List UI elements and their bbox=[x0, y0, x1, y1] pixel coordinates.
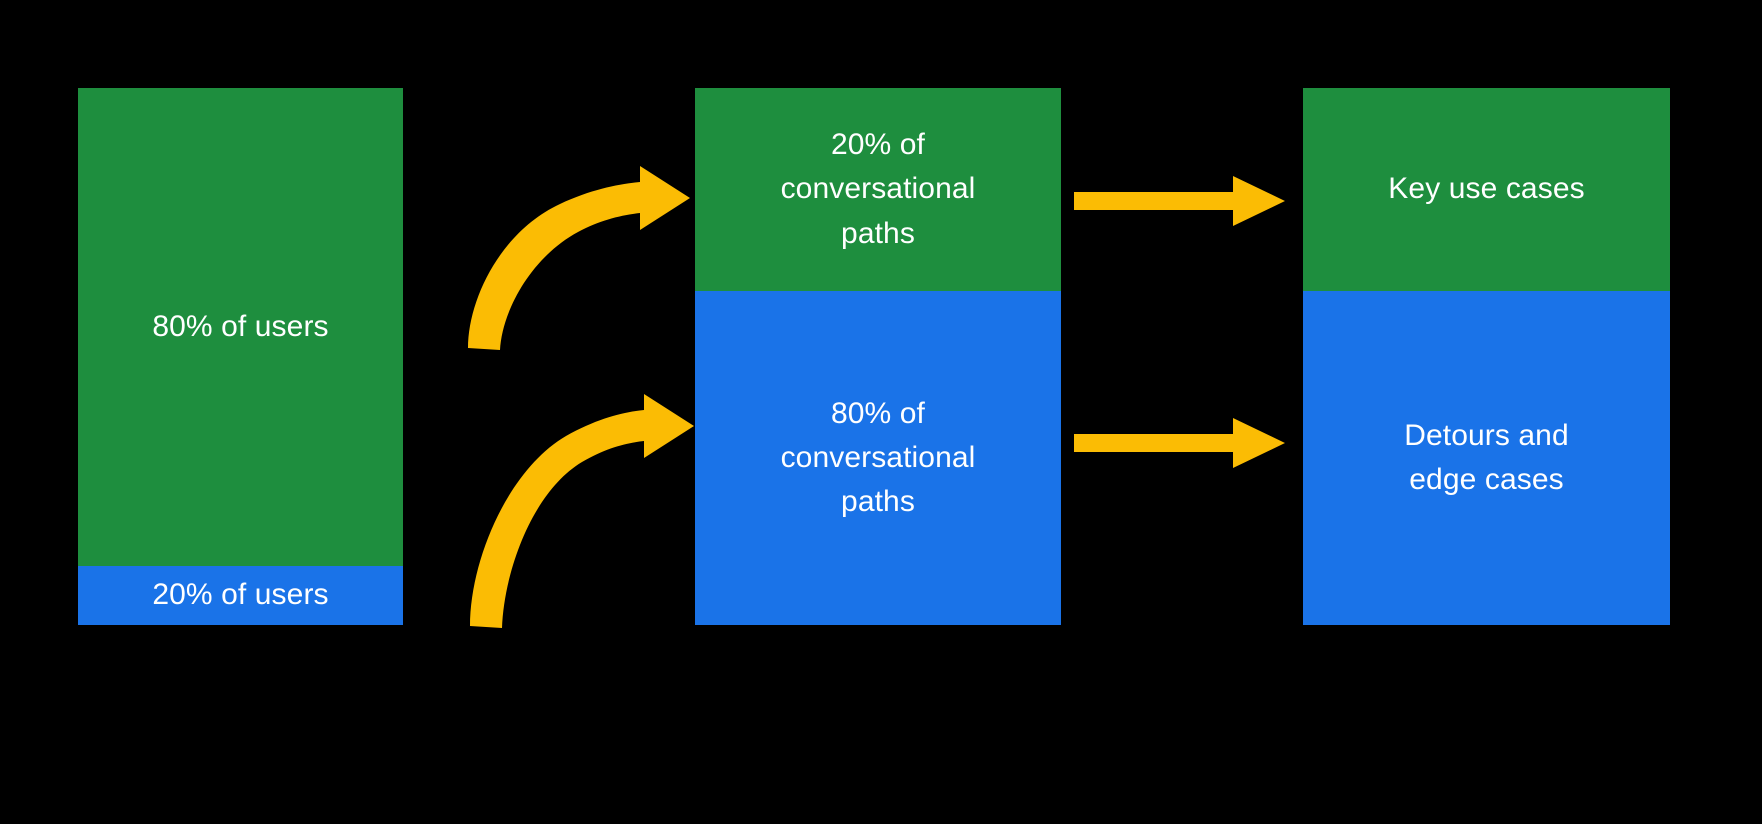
column-outcomes: Key use cases Detours and edge cases bbox=[1303, 88, 1670, 625]
segment-users-minority-label: 20% of users bbox=[152, 578, 329, 612]
column-conversational-paths: 20% of conversational paths 80% of conve… bbox=[695, 88, 1061, 625]
segment-detours-edge-cases[interactable]: Detours and edge cases bbox=[1303, 291, 1670, 625]
curved-arrow-top[interactable] bbox=[455, 180, 690, 360]
segment-key-use-cases-label: Key use cases bbox=[1388, 172, 1585, 206]
segment-paths-majority-label: 80% of conversational paths bbox=[780, 396, 976, 519]
segment-detours-edge-cases-label: Detours and edge cases bbox=[1404, 418, 1569, 496]
segment-paths-minority-label: 20% of conversational paths bbox=[780, 128, 976, 250]
segment-key-use-cases[interactable]: Key use cases bbox=[1303, 88, 1670, 291]
column-users: 80% of users 20% of users bbox=[78, 88, 403, 625]
segment-paths-majority[interactable]: 80% of conversational paths bbox=[695, 291, 1061, 625]
segment-paths-minority[interactable]: 20% of conversational paths bbox=[695, 88, 1061, 291]
straight-arrow-top[interactable] bbox=[1070, 172, 1288, 230]
segment-users-majority-label: 80% of users bbox=[152, 309, 329, 343]
curved-arrow-bottom[interactable] bbox=[455, 395, 690, 635]
segment-users-majority[interactable]: 80% of users bbox=[78, 88, 403, 566]
straight-arrow-bottom[interactable] bbox=[1070, 414, 1288, 472]
segment-users-minority[interactable]: 20% of users bbox=[78, 566, 403, 625]
